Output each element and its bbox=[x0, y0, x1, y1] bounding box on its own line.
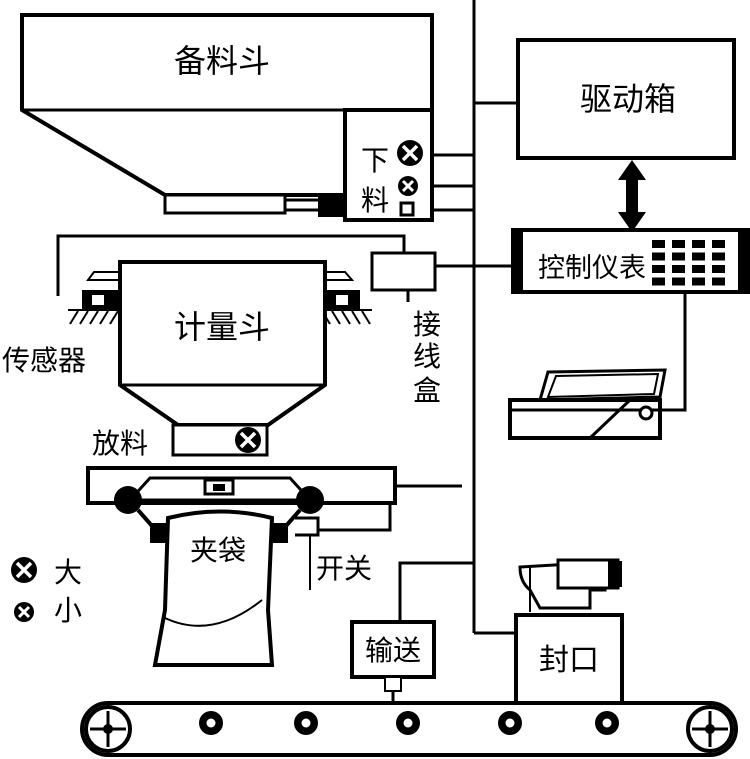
conveyor-belt bbox=[80, 701, 738, 757]
signal-bus bbox=[395, 0, 518, 635]
keypad-key bbox=[672, 252, 685, 261]
load-sensor-left bbox=[68, 271, 122, 325]
bag-clamp-label: 夹袋 bbox=[190, 534, 246, 567]
keypad-key bbox=[712, 277, 725, 286]
keypad-key bbox=[672, 265, 685, 273]
keypad-key bbox=[672, 240, 685, 248]
roller-icon bbox=[294, 711, 318, 735]
controller: 控制仪表 bbox=[511, 228, 750, 294]
keypad-key bbox=[652, 277, 665, 286]
keypad-key bbox=[692, 252, 705, 261]
roller-icon bbox=[498, 711, 522, 735]
keypad-key bbox=[712, 240, 725, 248]
roller-icon bbox=[199, 711, 223, 735]
valve-icon bbox=[9, 555, 39, 585]
keypad-key bbox=[692, 277, 705, 286]
sensor-label: 传感器 bbox=[2, 344, 86, 377]
keypad-icon bbox=[652, 240, 725, 286]
legend-big-label: 大 bbox=[54, 556, 82, 589]
bag: 夹袋 bbox=[152, 509, 275, 667]
sealer: 封口 bbox=[514, 558, 624, 707]
end-wheel-icon bbox=[84, 705, 132, 753]
keypad-key bbox=[652, 252, 665, 261]
keypad-key bbox=[652, 240, 665, 248]
discharge-gate: 放料 bbox=[92, 423, 269, 460]
keypad-key bbox=[692, 240, 705, 248]
controller-label: 控制仪表 bbox=[538, 253, 646, 284]
valve-icon bbox=[396, 174, 420, 198]
feed-unit: 下 料 bbox=[343, 108, 434, 222]
sealer-label: 封口 bbox=[539, 643, 599, 678]
valve-indicator bbox=[399, 201, 415, 217]
junction-box: 接 线 盒 bbox=[370, 251, 441, 407]
junction-label-2: 线 bbox=[413, 340, 441, 373]
conveyor-label: 输送 bbox=[365, 634, 421, 667]
valve-icon bbox=[233, 425, 263, 455]
weigh-hopper-label: 计量斗 bbox=[174, 308, 270, 346]
discharge-label: 放料 bbox=[92, 427, 148, 460]
feed-label-1: 下 bbox=[361, 144, 389, 177]
conveyor-control: 输送 bbox=[350, 561, 474, 702]
sensor-wiring bbox=[56, 234, 406, 296]
junction-label-1: 接 bbox=[413, 308, 441, 341]
valve-icon bbox=[12, 600, 36, 624]
drive-box: 驱动箱 bbox=[516, 38, 736, 160]
double-arrow bbox=[618, 160, 646, 232]
printer-icon bbox=[508, 292, 687, 440]
end-wheel-icon bbox=[686, 705, 734, 753]
switch-label: 开关 bbox=[316, 552, 372, 585]
junction-label-3: 盒 bbox=[413, 374, 441, 407]
keypad-key bbox=[652, 265, 665, 273]
roller-icon bbox=[396, 711, 420, 735]
keypad-key bbox=[692, 265, 705, 273]
roller-icon bbox=[595, 711, 619, 735]
weigh-hopper: 计量斗 bbox=[118, 260, 327, 427]
feed-label-2: 料 bbox=[361, 184, 389, 217]
hopper-label: 备料斗 bbox=[174, 42, 270, 80]
keypad-key bbox=[712, 265, 725, 273]
valve-icon bbox=[395, 138, 425, 168]
valve-legend: 大 小 bbox=[9, 555, 82, 627]
keypad-key bbox=[712, 252, 725, 261]
drive-box-label: 驱动箱 bbox=[580, 80, 676, 118]
keypad-key bbox=[672, 277, 685, 286]
legend-small-label: 小 bbox=[54, 594, 82, 627]
